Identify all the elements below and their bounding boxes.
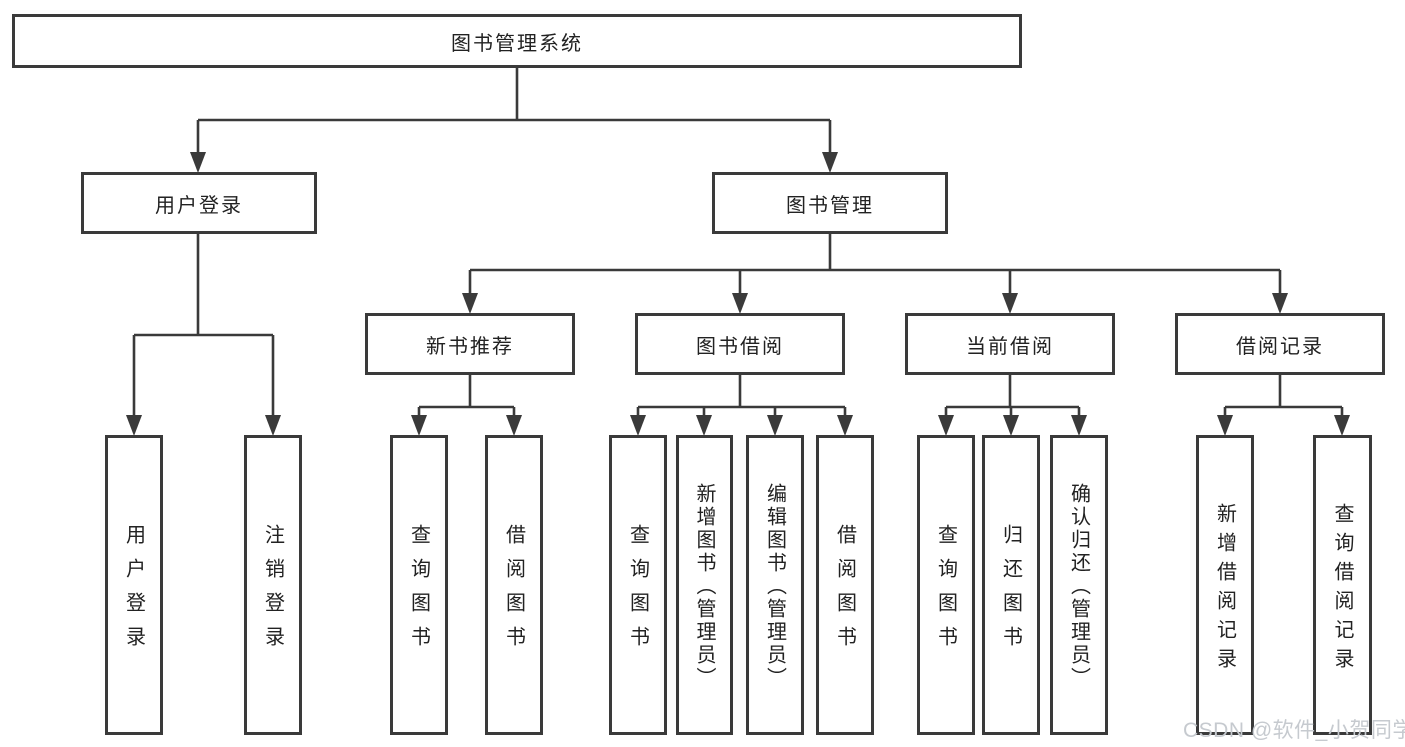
node-leaf-return-book-label: 归还图书 <box>999 524 1022 660</box>
node-borrow-records: 借阅记录 <box>1175 313 1385 375</box>
node-new-book-recommend-label: 新书推荐 <box>426 335 514 358</box>
node-book-management: 图书管理 <box>712 172 948 234</box>
node-current-borrow: 当前借阅 <box>905 313 1115 375</box>
node-leaf-query-book-1-label: 查询图书 <box>407 524 430 660</box>
node-borrow-records-label: 借阅记录 <box>1236 335 1324 358</box>
node-leaf-user-login-label: 用户登录 <box>122 524 145 660</box>
node-leaf-add-borrow-record: 新增借阅记录 <box>1196 435 1254 735</box>
node-user-login-label: 用户登录 <box>155 194 243 217</box>
node-leaf-query-borrow-record-label: 查询借阅记录 <box>1331 502 1353 677</box>
node-leaf-confirm-return-admin-label: 确认归还（管理员） <box>1067 483 1090 690</box>
node-new-book-recommend: 新书推荐 <box>365 313 575 375</box>
node-leaf-logout-label: 注销登录 <box>261 524 284 660</box>
node-leaf-edit-book-admin: 编辑图书（管理员） <box>746 435 804 735</box>
book-management-connector <box>462 234 1288 314</box>
node-root-label: 图书管理系统 <box>451 32 583 55</box>
node-leaf-user-login: 用户登录 <box>105 435 163 735</box>
node-leaf-borrow-book-2: 借阅图书 <box>816 435 874 735</box>
node-leaf-borrow-book-1: 借阅图书 <box>485 435 543 735</box>
node-leaf-edit-book-admin-label: 编辑图书（管理员） <box>763 483 786 690</box>
node-leaf-query-book-3-label: 查询图书 <box>934 524 957 660</box>
node-leaf-query-book-2: 查询图书 <box>609 435 667 735</box>
node-leaf-add-borrow-record-label: 新增借阅记录 <box>1213 502 1236 677</box>
node-leaf-query-book-1: 查询图书 <box>390 435 448 735</box>
node-user-login: 用户登录 <box>81 172 317 234</box>
node-leaf-query-book-2-label: 查询图书 <box>626 524 649 660</box>
node-leaf-query-book-3: 查询图书 <box>917 435 975 735</box>
node-book-management-label: 图书管理 <box>786 194 874 217</box>
node-root: 图书管理系统 <box>12 14 1022 68</box>
user-login-connector <box>126 233 281 436</box>
borrow-records-connector <box>1217 375 1350 436</box>
node-leaf-logout: 注销登录 <box>244 435 302 735</box>
node-leaf-add-book-admin: 新增图书（管理员） <box>676 435 733 735</box>
node-leaf-borrow-book-1-label: 借阅图书 <box>502 524 525 660</box>
current-borrow-connector <box>938 375 1087 436</box>
root-connector <box>190 68 838 173</box>
node-leaf-add-book-admin-label: 新增图书（管理员） <box>693 483 715 690</box>
node-leaf-query-borrow-record: 查询借阅记录 <box>1313 435 1372 735</box>
csdn-watermark: CSDN @软件_小贺同学 <box>1183 719 1405 742</box>
node-leaf-borrow-book-2-label: 借阅图书 <box>833 524 856 660</box>
node-leaf-confirm-return-admin: 确认归还（管理员） <box>1050 435 1108 735</box>
new-book-recommend-connector <box>411 375 522 436</box>
node-leaf-return-book: 归还图书 <box>982 435 1040 735</box>
node-book-borrow-label: 图书借阅 <box>696 335 784 358</box>
node-current-borrow-label: 当前借阅 <box>966 335 1054 358</box>
node-book-borrow: 图书借阅 <box>635 313 845 375</box>
book-borrow-connector <box>630 375 853 436</box>
